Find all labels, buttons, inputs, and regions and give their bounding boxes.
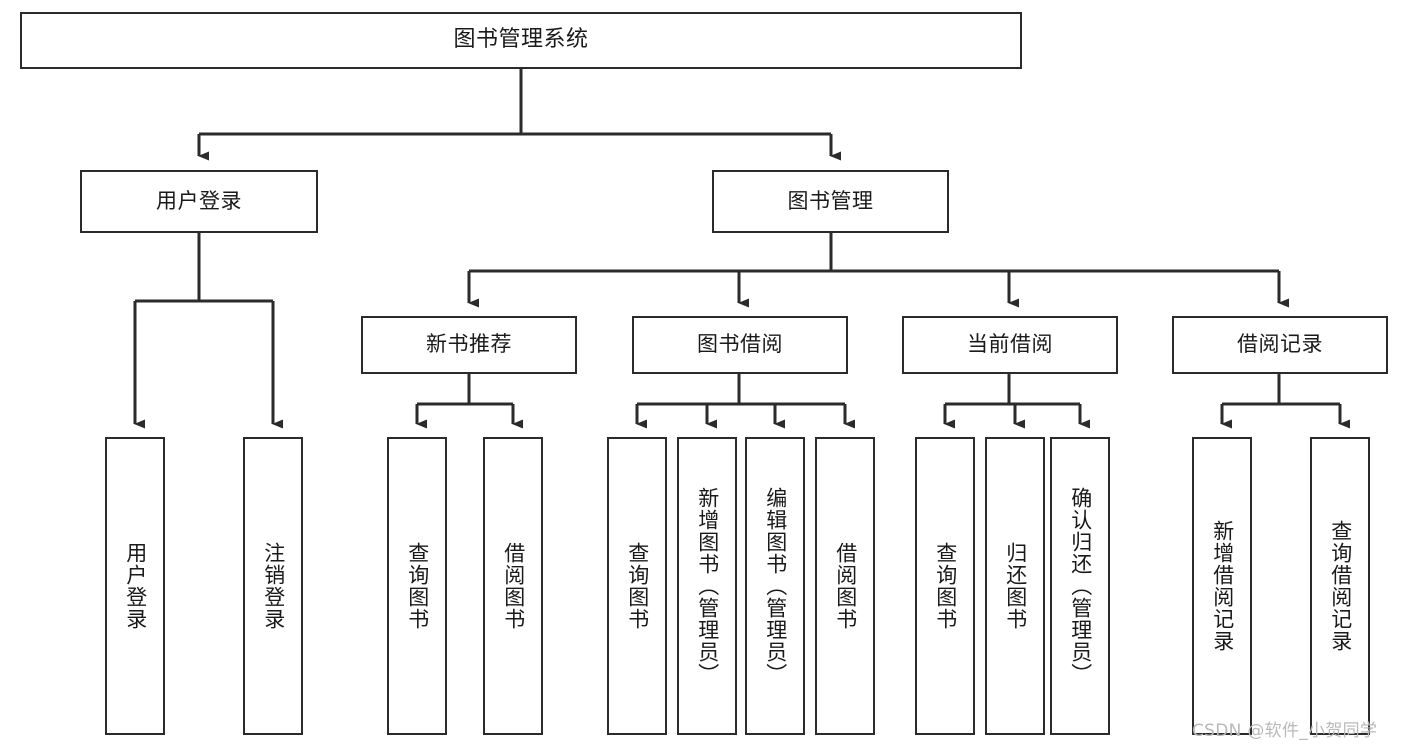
node-label: 借阅图书: [833, 542, 858, 630]
node-label: 借阅记录: [1237, 332, 1323, 357]
leaf-current-borrow-confirm-return-admin[interactable]: 确认归还（管理员）: [1050, 437, 1110, 735]
node-label: 确认归还（管理员）: [1068, 487, 1093, 685]
node-label: 用户登录: [123, 542, 148, 630]
leaf-current-borrow-query-books[interactable]: 查询图书: [915, 437, 975, 735]
csdn-watermark: CSDN @软件_小贺同学: [1192, 721, 1378, 741]
leaf-book-borrow-query-books[interactable]: 查询图书: [607, 437, 667, 735]
node-label: 图书管理: [787, 188, 874, 213]
leaf-borrow-record-query-record[interactable]: 查询借阅记录: [1310, 437, 1370, 735]
node-current-borrowing[interactable]: 当前借阅: [902, 316, 1118, 374]
leaf-new-book-query-books[interactable]: 查询图书: [387, 437, 447, 735]
leaf-book-borrow-add-book-admin[interactable]: 新增图书（管理员）: [677, 437, 737, 735]
node-label: 新书推荐: [426, 332, 512, 357]
node-label: 图书管理系统: [453, 27, 589, 53]
node-label: 注销登录: [261, 542, 286, 630]
leaf-user-login-login[interactable]: 用户登录: [105, 437, 165, 735]
node-label: 借阅图书: [501, 542, 526, 630]
node-label: 编辑图书（管理员）: [763, 487, 788, 685]
node-new-book-recommendation[interactable]: 新书推荐: [361, 316, 577, 374]
node-label: 新增借阅记录: [1210, 520, 1235, 652]
node-label: 归还图书: [1003, 542, 1028, 630]
node-borrowing-records[interactable]: 借阅记录: [1172, 316, 1388, 374]
leaf-borrow-record-add-record[interactable]: 新增借阅记录: [1192, 437, 1252, 735]
leaf-book-borrow-borrow-books[interactable]: 借阅图书: [815, 437, 875, 735]
node-root-book-management-system[interactable]: 图书管理系统: [20, 12, 1022, 69]
node-book-management[interactable]: 图书管理: [712, 170, 949, 233]
leaf-book-borrow-edit-book-admin[interactable]: 编辑图书（管理员）: [745, 437, 805, 735]
node-label: 当前借阅: [967, 332, 1053, 357]
node-label: 查询借阅记录: [1328, 520, 1353, 652]
node-book-borrowing[interactable]: 图书借阅: [632, 316, 848, 374]
node-label: 新增图书（管理员）: [695, 487, 720, 685]
node-label: 图书借阅: [697, 332, 783, 357]
node-label: 查询图书: [933, 542, 958, 630]
leaf-new-book-borrow-books[interactable]: 借阅图书: [483, 437, 543, 735]
node-label: 查询图书: [625, 542, 650, 630]
leaf-current-borrow-return-books[interactable]: 归还图书: [985, 437, 1045, 735]
node-user-login[interactable]: 用户登录: [80, 170, 318, 233]
leaf-user-login-logout[interactable]: 注销登录: [243, 437, 303, 735]
node-label: 查询图书: [405, 542, 430, 630]
node-label: 用户登录: [156, 188, 242, 213]
